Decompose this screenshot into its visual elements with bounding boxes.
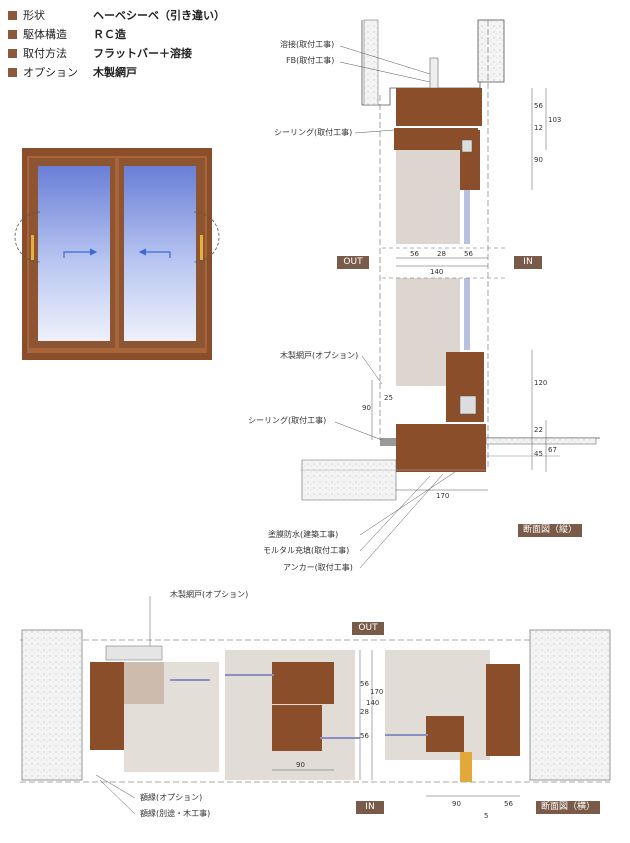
top-wall-concrete	[477, 19, 505, 83]
callout-waterproof: 塗膜防水(建築工事)	[268, 530, 339, 539]
dim-h56a: 56	[360, 680, 369, 688]
sill-frame	[396, 424, 486, 472]
floor-concrete	[301, 459, 397, 501]
right-handle-icon	[200, 235, 203, 260]
dim-25: 25	[384, 394, 393, 402]
title-horizontal-section: 断面図（横）	[536, 801, 600, 814]
left-handle-icon	[31, 235, 34, 260]
dim-h28: 28	[360, 708, 369, 716]
dim-h170: 170	[370, 688, 383, 696]
bullet-icon	[8, 68, 17, 77]
center-meeting-rail-top	[272, 662, 334, 704]
callout-screen-horizontal: 木製網戸(オプション)	[170, 590, 249, 599]
callout-weld: 溶接(取付工事)	[280, 40, 335, 49]
dim-90-bottom: 90	[362, 404, 371, 412]
callout-screen-vertical: 木製網戸(オプション)	[280, 351, 359, 360]
head-frame	[396, 88, 482, 126]
bullet-icon	[8, 30, 17, 39]
callout-flat-bar: FB(取付工事)	[286, 56, 335, 65]
callout-sealing-bottom: シーリング(取付工事)	[248, 416, 327, 425]
dim-h56b: 56	[360, 732, 369, 740]
slide-left-arrow-icon	[138, 248, 171, 258]
screen-frame	[105, 645, 163, 661]
callout-trim-other: 額縁(別途・木工事)	[140, 809, 211, 818]
spec-row-option: オプション木製網戸	[8, 65, 225, 80]
dim-67: 67	[548, 446, 557, 454]
title-vertical-section: 断面図（縦）	[518, 524, 582, 537]
spec-row-method: 取付方法フラットバー＋溶接	[8, 46, 225, 61]
left-glass	[38, 166, 110, 341]
horizontal-section: 56 28 56 140 170 90 90 56 5	[20, 596, 611, 820]
left-swing-arc-icon	[14, 211, 41, 263]
left-wall	[21, 629, 83, 781]
dim-h5: 5	[484, 812, 488, 820]
dim-h90b: 90	[452, 800, 461, 808]
right-wall	[529, 629, 611, 781]
right-swing-arc-icon	[193, 211, 220, 263]
dim-w28: 28	[437, 250, 446, 258]
dim-90-top: 90	[534, 156, 543, 164]
callout-sealing-top: シーリング(取付工事)	[274, 128, 353, 137]
right-jamb	[486, 664, 520, 756]
callout-anchor: アンカー(取付工事)	[283, 563, 353, 572]
dim-w56a: 56	[410, 250, 419, 258]
dim-h90a: 90	[296, 761, 305, 769]
spec-row-shape: 形状ヘーベシーベ（引き違い）	[8, 8, 225, 23]
callout-mortar: モルタル充填(取付工事)	[263, 546, 350, 555]
callout-trim-option: 額縁(オプション)	[140, 793, 203, 802]
tag-in-horizontal: IN	[356, 801, 384, 814]
bullet-icon	[8, 49, 17, 58]
tag-out-horizontal: OUT	[352, 622, 384, 635]
dim-45: 45	[534, 450, 543, 458]
right-glass	[124, 166, 196, 341]
window-elevation	[14, 148, 220, 360]
tag-in-vertical: IN	[514, 256, 542, 269]
dim-22: 22	[534, 426, 543, 434]
slide-right-arrow-icon	[63, 248, 98, 258]
left-jamb	[90, 662, 124, 750]
dim-w56b: 56	[464, 250, 473, 258]
sash-panel-top	[396, 150, 460, 244]
dim-170-v: 170	[436, 492, 449, 500]
dim-h140: 140	[366, 699, 379, 707]
dim-w140: 140	[430, 268, 443, 276]
dim-12: 12	[534, 124, 543, 132]
head-sash	[394, 128, 478, 150]
dim-56-top: 56	[534, 102, 543, 110]
bullet-icon	[8, 11, 17, 20]
handle-icon	[460, 752, 472, 782]
dim-h56c: 56	[504, 800, 513, 808]
center-meeting-rail-bottom	[272, 705, 322, 751]
dim-103: 103	[548, 116, 561, 124]
tag-out-vertical: OUT	[337, 256, 369, 269]
dim-120: 120	[534, 379, 547, 387]
flat-bar	[429, 57, 439, 89]
vertical-section: 56 12 103 90 56 28 56 140 120 90 25 22 4…	[300, 19, 600, 569]
